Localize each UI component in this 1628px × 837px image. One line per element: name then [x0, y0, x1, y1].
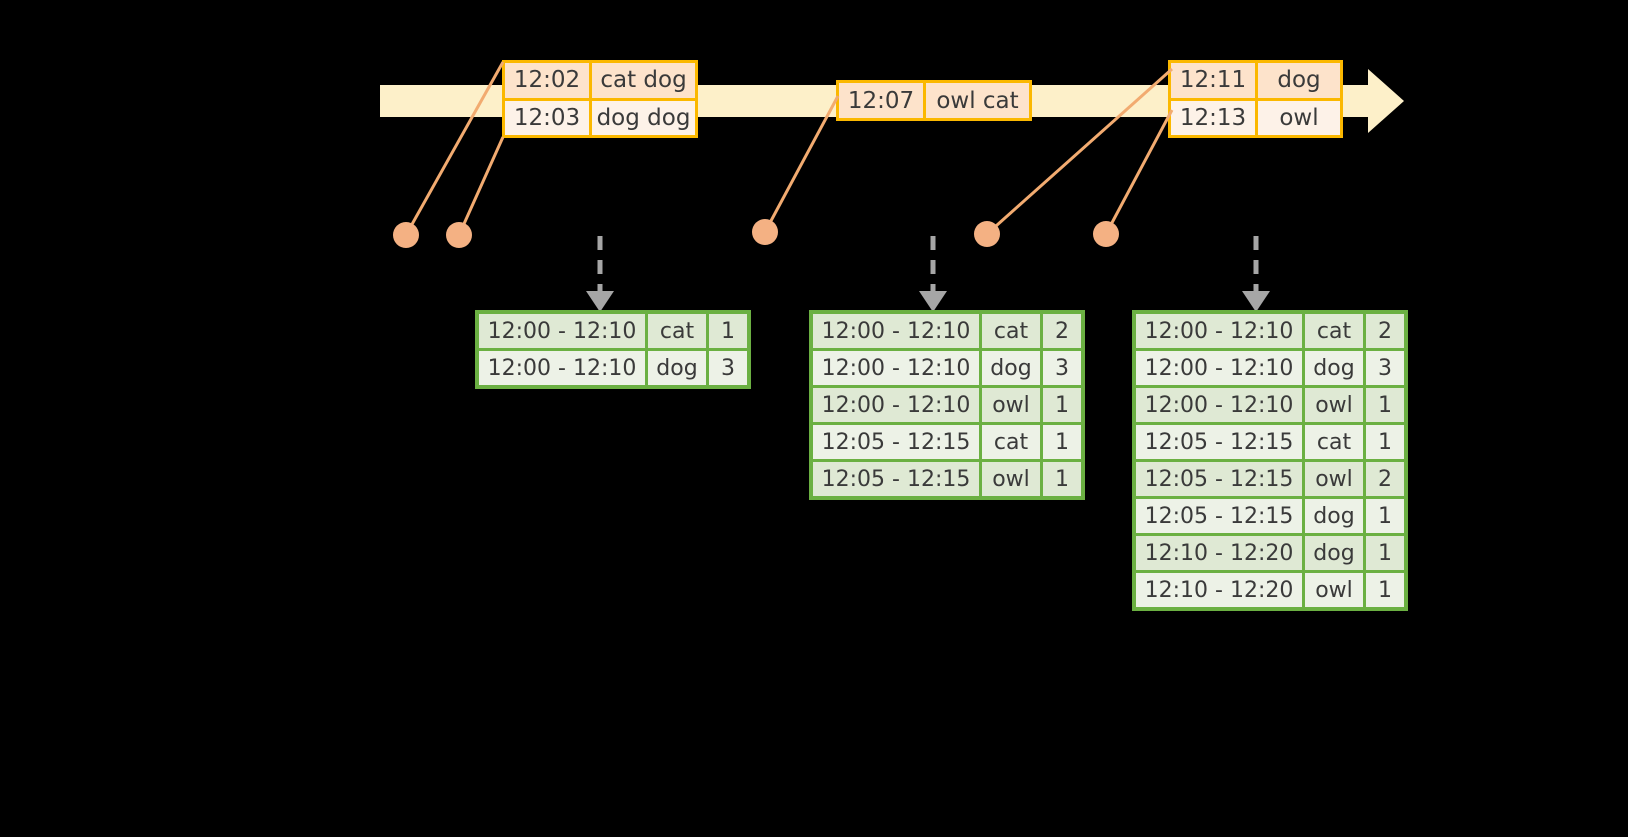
event-box-2[interactable]: 12:07 owl cat	[836, 80, 1032, 121]
table-row[interactable]: 12:00 - 12:10 cat 2	[813, 314, 1081, 348]
event-value: owl	[1255, 100, 1340, 135]
count-cell: 1	[709, 314, 747, 348]
event-row[interactable]: 12:13 owl	[1171, 97, 1340, 135]
count-cell: 1	[1366, 573, 1404, 607]
key-cell: owl	[982, 388, 1040, 422]
count-cell: 3	[709, 351, 747, 385]
window-cell: 12:10 - 12:20	[1136, 536, 1302, 570]
count-cell: 1	[1366, 388, 1404, 422]
event-time: 12:13	[1171, 100, 1255, 135]
key-cell: dog	[1305, 536, 1363, 570]
window-cell: 12:00 - 12:10	[813, 351, 979, 385]
event-box-3[interactable]: 12:11 dog 12:13 owl	[1168, 60, 1343, 138]
result-table-2[interactable]: 12:00 - 12:10 cat 2 12:00 - 12:10 dog 3 …	[809, 310, 1085, 500]
window-cell: 12:00 - 12:10	[1136, 314, 1302, 348]
count-cell: 1	[1366, 425, 1404, 459]
table-row[interactable]: 12:00 - 12:10 owl 1	[813, 388, 1081, 422]
connector-dot-4	[974, 221, 1000, 247]
count-cell: 1	[1043, 425, 1081, 459]
window-cell: 12:00 - 12:10	[1136, 388, 1302, 422]
event-row[interactable]: 12:02 cat dog	[505, 63, 695, 98]
dashed-arrow-head-3	[1242, 291, 1270, 312]
key-cell: cat	[1305, 314, 1363, 348]
event-value: dog dog	[589, 100, 695, 135]
key-cell: dog	[1305, 351, 1363, 385]
table-row[interactable]: 12:10 - 12:20 dog 1	[1136, 536, 1404, 570]
result-table-1[interactable]: 12:00 - 12:10 cat 1 12:00 - 12:10 dog 3	[475, 310, 751, 389]
window-cell: 12:00 - 12:10	[1136, 351, 1302, 385]
timeline-arrowhead	[1368, 69, 1404, 133]
count-cell: 2	[1043, 314, 1081, 348]
key-cell: cat	[982, 314, 1040, 348]
dashed-arrow-head-2	[919, 291, 947, 312]
window-cell: 12:00 - 12:10	[813, 388, 979, 422]
table-row[interactable]: 12:05 - 12:15 cat 1	[1136, 425, 1404, 459]
window-cell: 12:00 - 12:10	[479, 314, 645, 348]
table-row[interactable]: 12:05 - 12:15 dog 1	[1136, 499, 1404, 533]
window-cell: 12:00 - 12:10	[813, 314, 979, 348]
key-cell: owl	[982, 462, 1040, 496]
dashed-arrow-head-1	[586, 291, 614, 312]
event-row[interactable]: 12:03 dog dog	[505, 97, 695, 135]
table-row[interactable]: 12:00 - 12:10 cat 1	[479, 314, 747, 348]
connector-line-2	[457, 136, 505, 236]
key-cell: owl	[1305, 388, 1363, 422]
table-row[interactable]: 12:00 - 12:10 dog 3	[479, 351, 747, 385]
connector-dot-3	[752, 219, 778, 245]
event-box-1[interactable]: 12:02 cat dog 12:03 dog dog	[502, 60, 698, 138]
event-time: 12:02	[505, 63, 589, 98]
table-row[interactable]: 12:05 - 12:15 cat 1	[813, 425, 1081, 459]
count-cell: 1	[1366, 536, 1404, 570]
result-table-3[interactable]: 12:00 - 12:10 cat 2 12:00 - 12:10 dog 3 …	[1132, 310, 1408, 611]
table-row[interactable]: 12:00 - 12:10 dog 3	[813, 351, 1081, 385]
event-row[interactable]: 12:11 dog	[1171, 63, 1340, 98]
event-value: dog	[1255, 63, 1340, 98]
connector-line-5	[1104, 109, 1174, 235]
key-cell: dog	[982, 351, 1040, 385]
event-value: cat dog	[589, 63, 695, 98]
key-cell: cat	[648, 314, 706, 348]
count-cell: 1	[1043, 462, 1081, 496]
table-row[interactable]: 12:05 - 12:15 owl 1	[813, 462, 1081, 496]
connector-dot-5	[1093, 221, 1119, 247]
count-cell: 1	[1366, 499, 1404, 533]
event-value: owl cat	[923, 83, 1029, 118]
window-cell: 12:05 - 12:15	[813, 462, 979, 496]
key-cell: owl	[1305, 573, 1363, 607]
table-row[interactable]: 12:00 - 12:10 cat 2	[1136, 314, 1404, 348]
count-cell: 2	[1366, 314, 1404, 348]
event-time: 12:03	[505, 100, 589, 135]
connector-dot-2	[446, 222, 472, 248]
window-cell: 12:05 - 12:15	[1136, 499, 1302, 533]
key-cell: owl	[1305, 462, 1363, 496]
window-cell: 12:10 - 12:20	[1136, 573, 1302, 607]
key-cell: cat	[1305, 425, 1363, 459]
window-cell: 12:05 - 12:15	[813, 425, 979, 459]
event-time: 12:11	[1171, 63, 1255, 98]
event-row[interactable]: 12:07 owl cat	[839, 83, 1029, 118]
event-time: 12:07	[839, 83, 923, 118]
count-cell: 1	[1043, 388, 1081, 422]
table-row[interactable]: 12:00 - 12:10 dog 3	[1136, 351, 1404, 385]
count-cell: 2	[1366, 462, 1404, 496]
key-cell: dog	[648, 351, 706, 385]
table-row[interactable]: 12:00 - 12:10 owl 1	[1136, 388, 1404, 422]
count-cell: 3	[1366, 351, 1404, 385]
key-cell: dog	[1305, 499, 1363, 533]
count-cell: 3	[1043, 351, 1081, 385]
table-row[interactable]: 12:05 - 12:15 owl 2	[1136, 462, 1404, 496]
window-cell: 12:05 - 12:15	[1136, 425, 1302, 459]
window-cell: 12:00 - 12:10	[479, 351, 645, 385]
key-cell: cat	[982, 425, 1040, 459]
table-row[interactable]: 12:10 - 12:20 owl 1	[1136, 573, 1404, 607]
window-cell: 12:05 - 12:15	[1136, 462, 1302, 496]
connector-dot-1	[393, 222, 419, 248]
